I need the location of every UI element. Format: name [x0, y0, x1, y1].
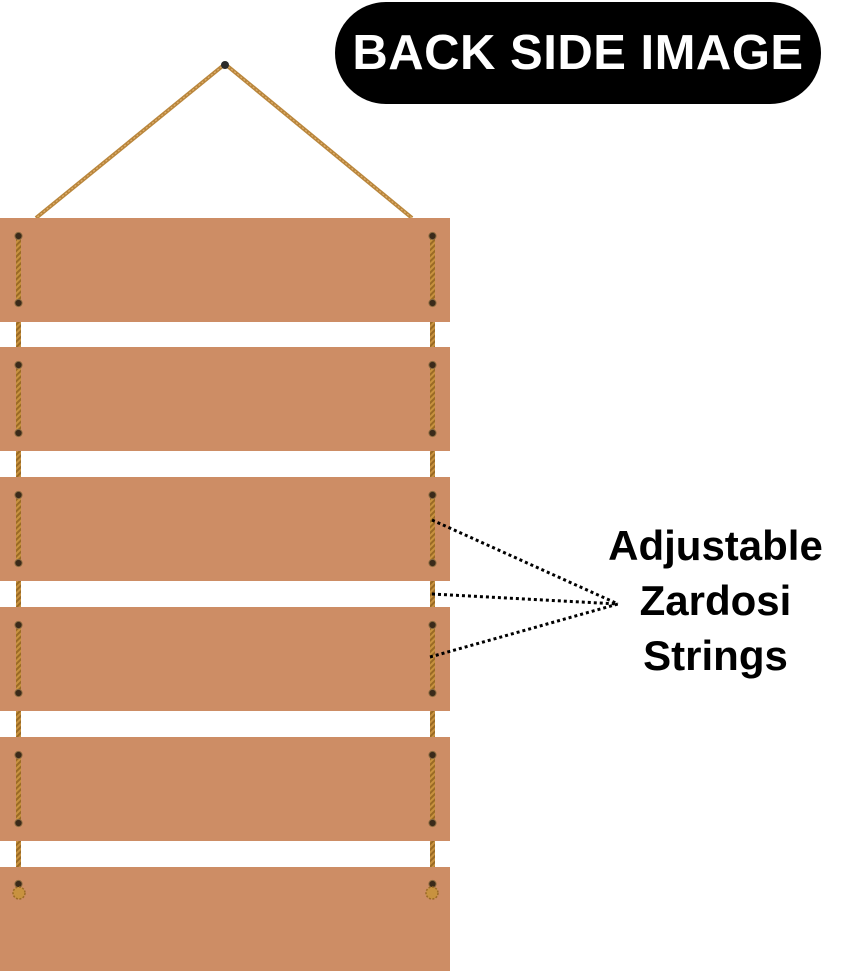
hanging-rope — [34, 61, 414, 220]
plank-6 — [0, 867, 450, 971]
plank-1 — [0, 218, 450, 322]
rope-knots — [12, 886, 439, 900]
plank-strings — [16, 236, 435, 823]
plank-5 — [0, 737, 450, 841]
nail-icon — [221, 61, 229, 69]
back-side-image-badge: BACK SIDE IMAGE — [335, 2, 821, 104]
plank-3 — [0, 477, 450, 581]
plank-2 — [0, 347, 450, 451]
callout-line-2: Zardosi — [639, 577, 792, 624]
adjustable-strings-callout: Adjustable Zardosi Strings — [590, 518, 841, 683]
callout-line-1: Adjustable — [608, 522, 823, 569]
callout-line-3: Strings — [643, 632, 788, 679]
callout-pointer-lines — [429, 518, 619, 659]
planks — [0, 218, 450, 971]
badge-label: BACK SIDE IMAGE — [352, 26, 804, 80]
plank-4 — [0, 607, 450, 711]
plank-holes — [14, 231, 437, 889]
